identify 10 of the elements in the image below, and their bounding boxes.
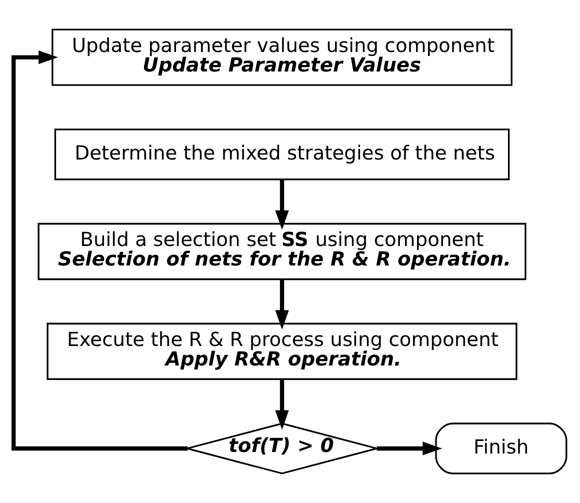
arrow: [275, 279, 289, 330]
node-box: Finish: [435, 422, 568, 474]
arrow: [275, 379, 289, 430]
node-box: Execute the R & R process using component Apply R&R operation.: [46, 322, 518, 380]
node-box: Determine the mixed strategies of the nets: [54, 128, 510, 180]
node-box: Update parameter values using component Update Parameter Values: [52, 28, 512, 86]
arrow: [275, 179, 289, 230]
node-box: Build a selection set SS using component Selection of nets for the R & R operation.: [38, 222, 526, 280]
arrow: [12, 50, 188, 451]
arrow: [376, 442, 442, 456]
